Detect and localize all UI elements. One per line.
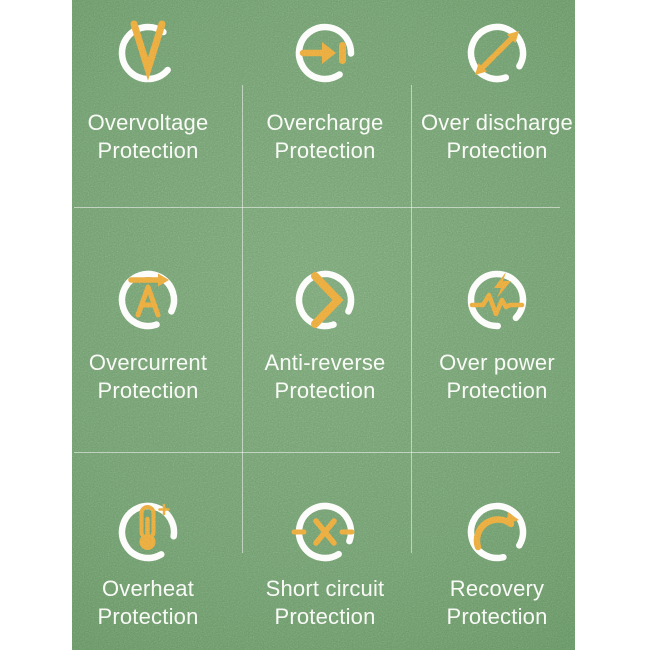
grid-line-vertical-1 <box>242 85 243 553</box>
grid-line-horizontal-1 <box>74 207 560 208</box>
green-panel <box>72 0 575 650</box>
grid-line-horizontal-2 <box>74 452 560 453</box>
grid-line-vertical-2 <box>411 85 412 553</box>
